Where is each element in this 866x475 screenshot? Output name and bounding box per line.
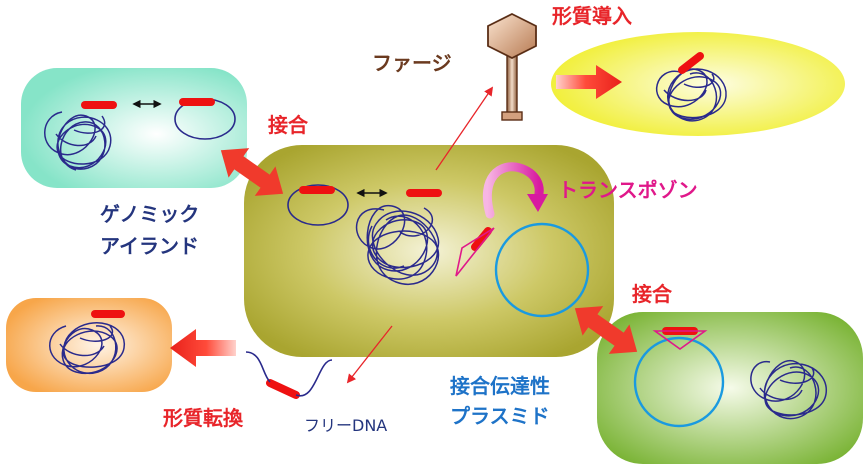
chromosome-dna-transduction: [655, 68, 727, 122]
conjugation-arrow-right: [574, 306, 638, 354]
conjugation-arrow-top: [220, 148, 284, 196]
transduction-arrow: [556, 65, 622, 99]
chromosome-dna-conjugation-recipient: [750, 359, 827, 420]
phage-icon: [487, 12, 537, 121]
chromosome-dna-center: [355, 205, 440, 285]
integrated-island-circle: [287, 184, 349, 226]
genomic-island-label-line1: ゲノミック: [100, 202, 200, 226]
gene-segment-free-dna: [266, 379, 300, 399]
plasmid-insertion-triangle: [652, 330, 708, 350]
free-dna-release-arrow: [346, 325, 393, 384]
center-cell: [244, 145, 614, 357]
phage-release-arrow: [435, 86, 494, 171]
transformation-recipient-cell: [6, 298, 172, 392]
chromosome-dna-genomic-island: [44, 111, 112, 171]
gene-segment-transduction: [678, 52, 704, 74]
transformation-arrow: [170, 329, 236, 367]
conjugative-plasmid-label-line1: 接合伝達性: [450, 374, 550, 398]
conjugation-label-top: 接合: [268, 113, 308, 137]
conjugation-recipient-cell: [597, 312, 863, 464]
transduction-recipient-cell: [551, 32, 845, 136]
transposon-insertion-triangle: [455, 227, 495, 277]
genomic-island-label-line2: アイランド: [100, 234, 199, 258]
free-dna-strand: [245, 351, 333, 397]
transposon-label: トランスポゾン: [558, 178, 698, 202]
conjugative-plasmid-center: [494, 222, 590, 318]
transformation-label: 形質転換: [163, 406, 243, 430]
conjugative-plasmid-label-line2: プラスミド: [450, 404, 550, 428]
phage-label: ファージ: [372, 51, 452, 75]
genomic-island-cell: [21, 68, 247, 188]
transposition-arrow: [482, 162, 548, 219]
transduction-label: 形質導入: [552, 4, 632, 28]
chromosome-dna-transformation: [49, 322, 125, 375]
conjugative-plasmid-recipient: [633, 336, 725, 428]
conjugation-label-right: 接合: [632, 282, 672, 306]
free-dna-label: フリーDNA: [304, 416, 388, 435]
